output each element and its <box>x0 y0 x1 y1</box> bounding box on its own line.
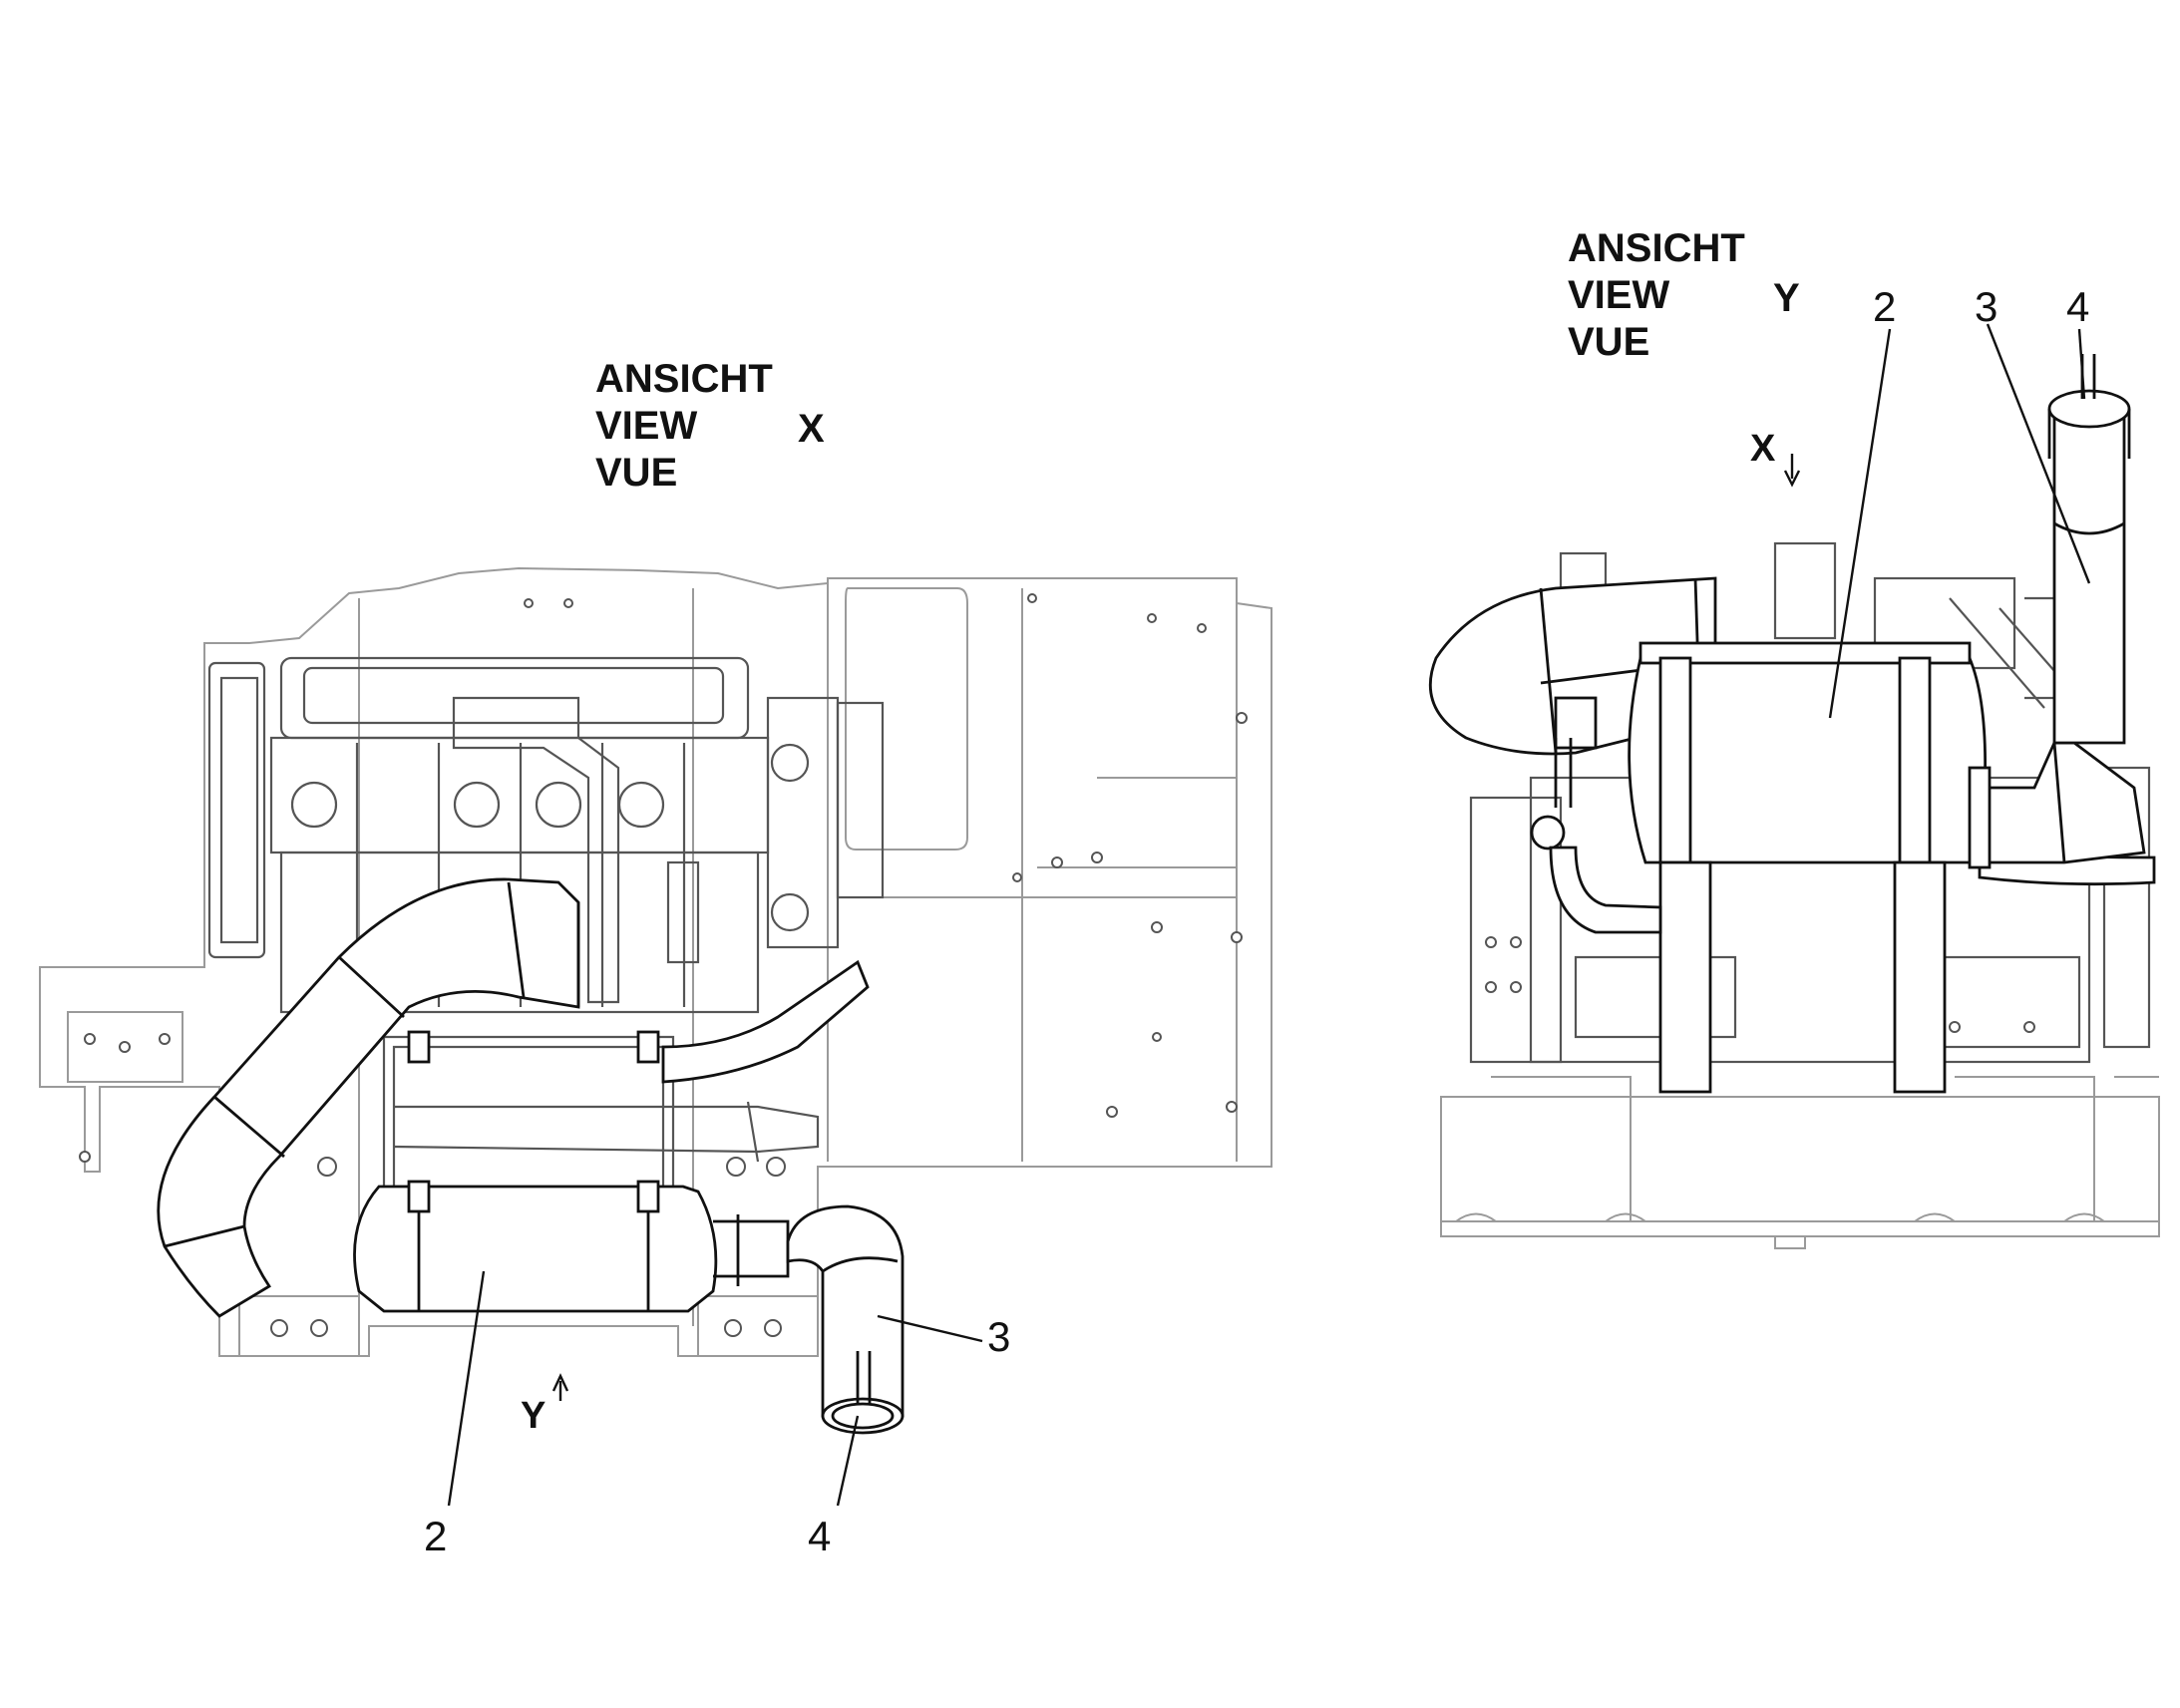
view-y-callout-4: 4 <box>2066 283 2089 330</box>
view-y-letter: Y <box>1773 276 1800 320</box>
view-x-callout-2: 2 <box>424 1513 447 1559</box>
view-y-title-line-2: VIEW <box>1568 273 1669 317</box>
view-x-title-line-1: ANSICHT <box>595 357 773 401</box>
view-x-exhaust-stack <box>786 1204 905 1435</box>
view-y-exhaust-stack <box>1968 354 2146 869</box>
view-y-base-frame <box>1440 1076 2160 1249</box>
view-x-marker-y: Y <box>521 1395 545 1437</box>
view-y-title-line-1: ANSICHT <box>1568 226 1745 270</box>
view-x-exhaust-elbow <box>157 877 580 1318</box>
view-x-title-line-2: VIEW <box>595 404 697 448</box>
view-x-drawing: ANSICHT VIEW VUE X 2 3 4 Y <box>39 357 1272 1559</box>
view-x-callout-3: 3 <box>987 1313 1010 1360</box>
view-x-title-line-3: VUE <box>595 451 677 495</box>
view-x-engine <box>207 656 885 1014</box>
view-y-callout-3: 3 <box>1975 283 1998 330</box>
view-x-muffler <box>353 1030 790 1313</box>
view-y-title-line-3: VUE <box>1568 320 1649 364</box>
view-y-callout-2: 2 <box>1873 283 1896 330</box>
view-x-leader-lines <box>447 1270 983 1507</box>
view-x-callout-4: 4 <box>808 1513 831 1559</box>
view-y-drawing: ANSICHT VIEW VUE Y 2 3 4 X <box>1428 226 2160 1249</box>
view-y-muffler <box>1530 641 1987 1094</box>
view-y-marker-x: X <box>1750 428 1776 470</box>
view-x-tailpipe <box>661 959 870 1084</box>
view-x-letter: X <box>798 407 825 451</box>
view-y-leader-lines <box>1783 323 2091 719</box>
